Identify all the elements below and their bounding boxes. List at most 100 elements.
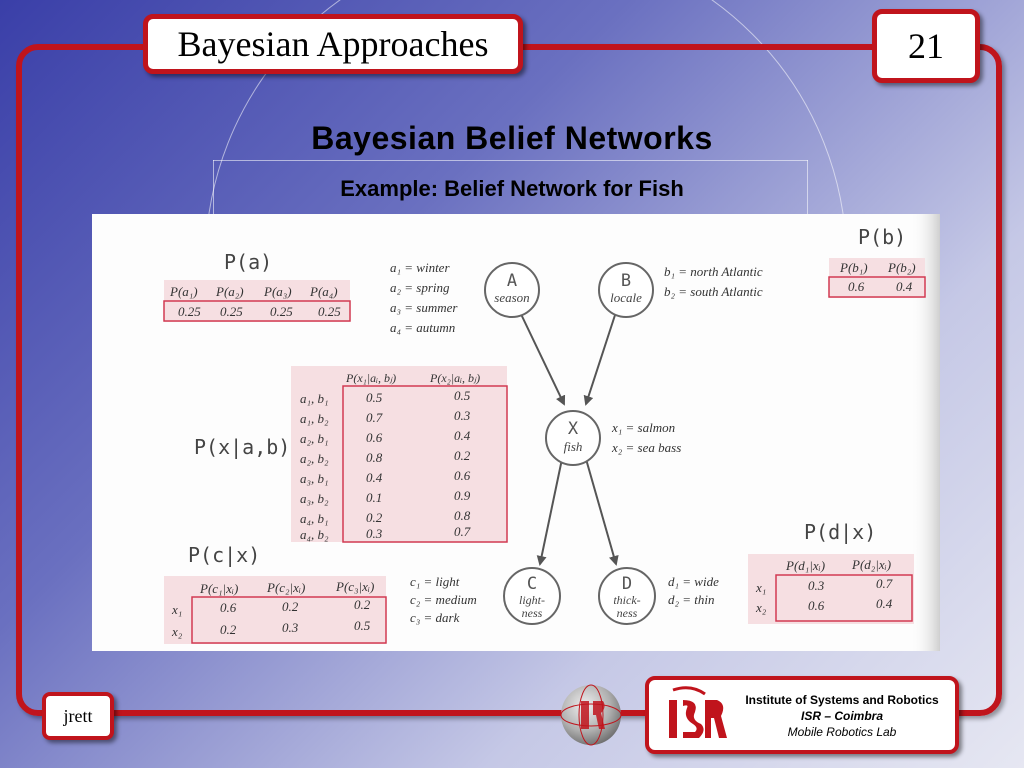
pdx-values-box — [775, 574, 913, 622]
pxab-value: 0.5 — [366, 390, 383, 405]
node-x: X fish — [545, 410, 601, 466]
pxab-value: 0.7 — [454, 524, 471, 539]
pxab-condition: a₂, b₂ — [300, 451, 329, 466]
a-value-label: a₄ = autumn — [390, 320, 455, 335]
slide-number: 21 — [908, 26, 944, 66]
pxab-table-fill — [291, 366, 507, 542]
pa-value: 0.25 — [270, 304, 293, 319]
pxab-condition: a₁, b₂ — [300, 411, 329, 426]
node-d-name: thick- — [613, 593, 640, 607]
pxab-value: 0.2 — [454, 448, 471, 463]
node-c-name: ness — [522, 606, 543, 620]
pdx-value: 0.4 — [876, 596, 893, 611]
pb-values-box — [828, 276, 926, 298]
pxab-condition: a₄, b₂ — [300, 527, 329, 542]
pb-value: 0.6 — [848, 279, 865, 294]
institute-name: Institute of Systems and Robotics — [745, 693, 939, 707]
pxab-value: 0.8 — [366, 450, 383, 465]
node-c: C light- ness — [503, 567, 561, 625]
institute-location: ISR – Coimbra — [800, 709, 884, 723]
pxab-value: 0.3 — [454, 408, 471, 423]
node-c-name: light- — [519, 593, 545, 607]
pxab-condition: a₃, b₁ — [300, 471, 329, 486]
institute-text: Institute of Systems and Robotics ISR – … — [727, 692, 957, 740]
pxab-value: 0.1 — [366, 490, 382, 505]
pcx-header: P(c₂|xᵢ) — [266, 580, 305, 595]
pcx-value: 0.2 — [220, 622, 237, 637]
belief-network-figure: P(a) P(a₁) P(a₂) P(a₃) P(a₄) 0.25 0.25 0… — [92, 214, 940, 651]
d-value-label: d₁ = wide — [668, 574, 719, 589]
pxab-label: P(x|a,b) — [194, 435, 290, 459]
node-a-name: season — [494, 290, 529, 305]
node-a: A season — [484, 262, 540, 318]
pcx-header: P(c₁|xᵢ) — [199, 581, 238, 596]
institute-lab: Mobile Robotics Lab — [787, 725, 897, 739]
pcx-value: 0.2 — [282, 599, 299, 614]
pa-value: 0.25 — [220, 304, 243, 319]
pdx-condition: x₂ — [755, 600, 767, 615]
node-d-letter: D — [622, 574, 632, 594]
pdx-condition: x₁ — [755, 580, 766, 595]
pa-label: P(a) — [224, 250, 272, 274]
edge-x-to-c — [536, 458, 563, 566]
c-value-label: c₃ = dark — [410, 610, 460, 625]
pa-header: P(a₃) — [263, 284, 292, 299]
slide-title-box: Bayesian Approaches — [143, 14, 523, 74]
pxab-condition: a₂, b₁ — [300, 431, 329, 446]
pdx-value: 0.7 — [876, 576, 893, 591]
pcx-values-box — [191, 596, 387, 644]
pdx-value: 0.6 — [808, 598, 825, 613]
pa-value: 0.25 — [178, 304, 201, 319]
pcx-header: P(c₃|xᵢ) — [335, 579, 374, 594]
c-value-label: c₁ = light — [410, 574, 460, 589]
pxab-condition: a₃, b₂ — [300, 491, 329, 506]
slide-title: Bayesian Approaches — [177, 24, 489, 64]
node-x-name: fish — [564, 439, 583, 454]
x-value-label: x₁ = salmon — [611, 420, 675, 435]
node-b-letter: B — [621, 271, 631, 291]
b-value-label: b₂ = south Atlantic — [664, 284, 763, 299]
pxab-value: 0.6 — [454, 468, 471, 483]
pb-table-fill — [829, 258, 925, 298]
pb-label: P(b) — [858, 225, 906, 249]
pdx-label: P(d|x) — [804, 520, 876, 544]
pxab-value: 0.5 — [454, 388, 471, 403]
slide-subheading: Example: Belief Network for Fish — [340, 176, 684, 201]
node-b-name: locale — [610, 290, 642, 305]
pdx-header: P(d₂|xᵢ) — [851, 557, 891, 572]
x-value-label: x₂ = sea bass — [611, 440, 681, 455]
author-box: jrett — [42, 692, 114, 740]
d-value-label: d₂ = thin — [668, 592, 715, 607]
pdx-header: P(d₁|xᵢ) — [785, 558, 825, 573]
pa-value: 0.25 — [318, 304, 341, 319]
a-value-label: a₃ = summer — [390, 300, 458, 315]
pxab-value: 0.4 — [366, 470, 383, 485]
node-b: B locale — [598, 262, 654, 318]
pcx-label: P(c|x) — [188, 543, 260, 567]
isr-globe-logo — [560, 684, 622, 746]
pxab-value: 0.6 — [366, 430, 383, 445]
pb-header: P(b₂) — [887, 260, 916, 275]
node-d: D thick- ness — [598, 567, 656, 625]
pxab-condition: a₄, b₁ — [300, 511, 329, 526]
b-value-label: b₁ = north Atlantic — [664, 264, 763, 279]
pxab-value: 0.8 — [454, 508, 471, 523]
pb-header: P(b₁) — [839, 260, 868, 275]
author-label: jrett — [63, 705, 93, 726]
pdx-value: 0.3 — [808, 578, 825, 593]
pxab-value: 0.9 — [454, 488, 471, 503]
node-c-letter: C — [527, 574, 537, 594]
pcx-condition: x₁ — [171, 602, 182, 617]
pxab-value: 0.4 — [454, 428, 471, 443]
node-x-letter: X — [568, 419, 579, 439]
pcx-value: 0.2 — [354, 597, 371, 612]
node-d-name: ness — [617, 606, 638, 620]
pxab-condition: a₁, b₁ — [300, 391, 329, 406]
pb-value: 0.4 — [896, 279, 913, 294]
background-line — [213, 160, 808, 161]
c-value-label: c₂ = medium — [410, 592, 477, 607]
pxab-value: 0.7 — [366, 410, 383, 425]
pcx-value: 0.5 — [354, 618, 371, 633]
pcx-table-fill — [164, 576, 386, 644]
pxab-header: P(x₂|aᵢ, bⱼ) — [429, 371, 480, 385]
